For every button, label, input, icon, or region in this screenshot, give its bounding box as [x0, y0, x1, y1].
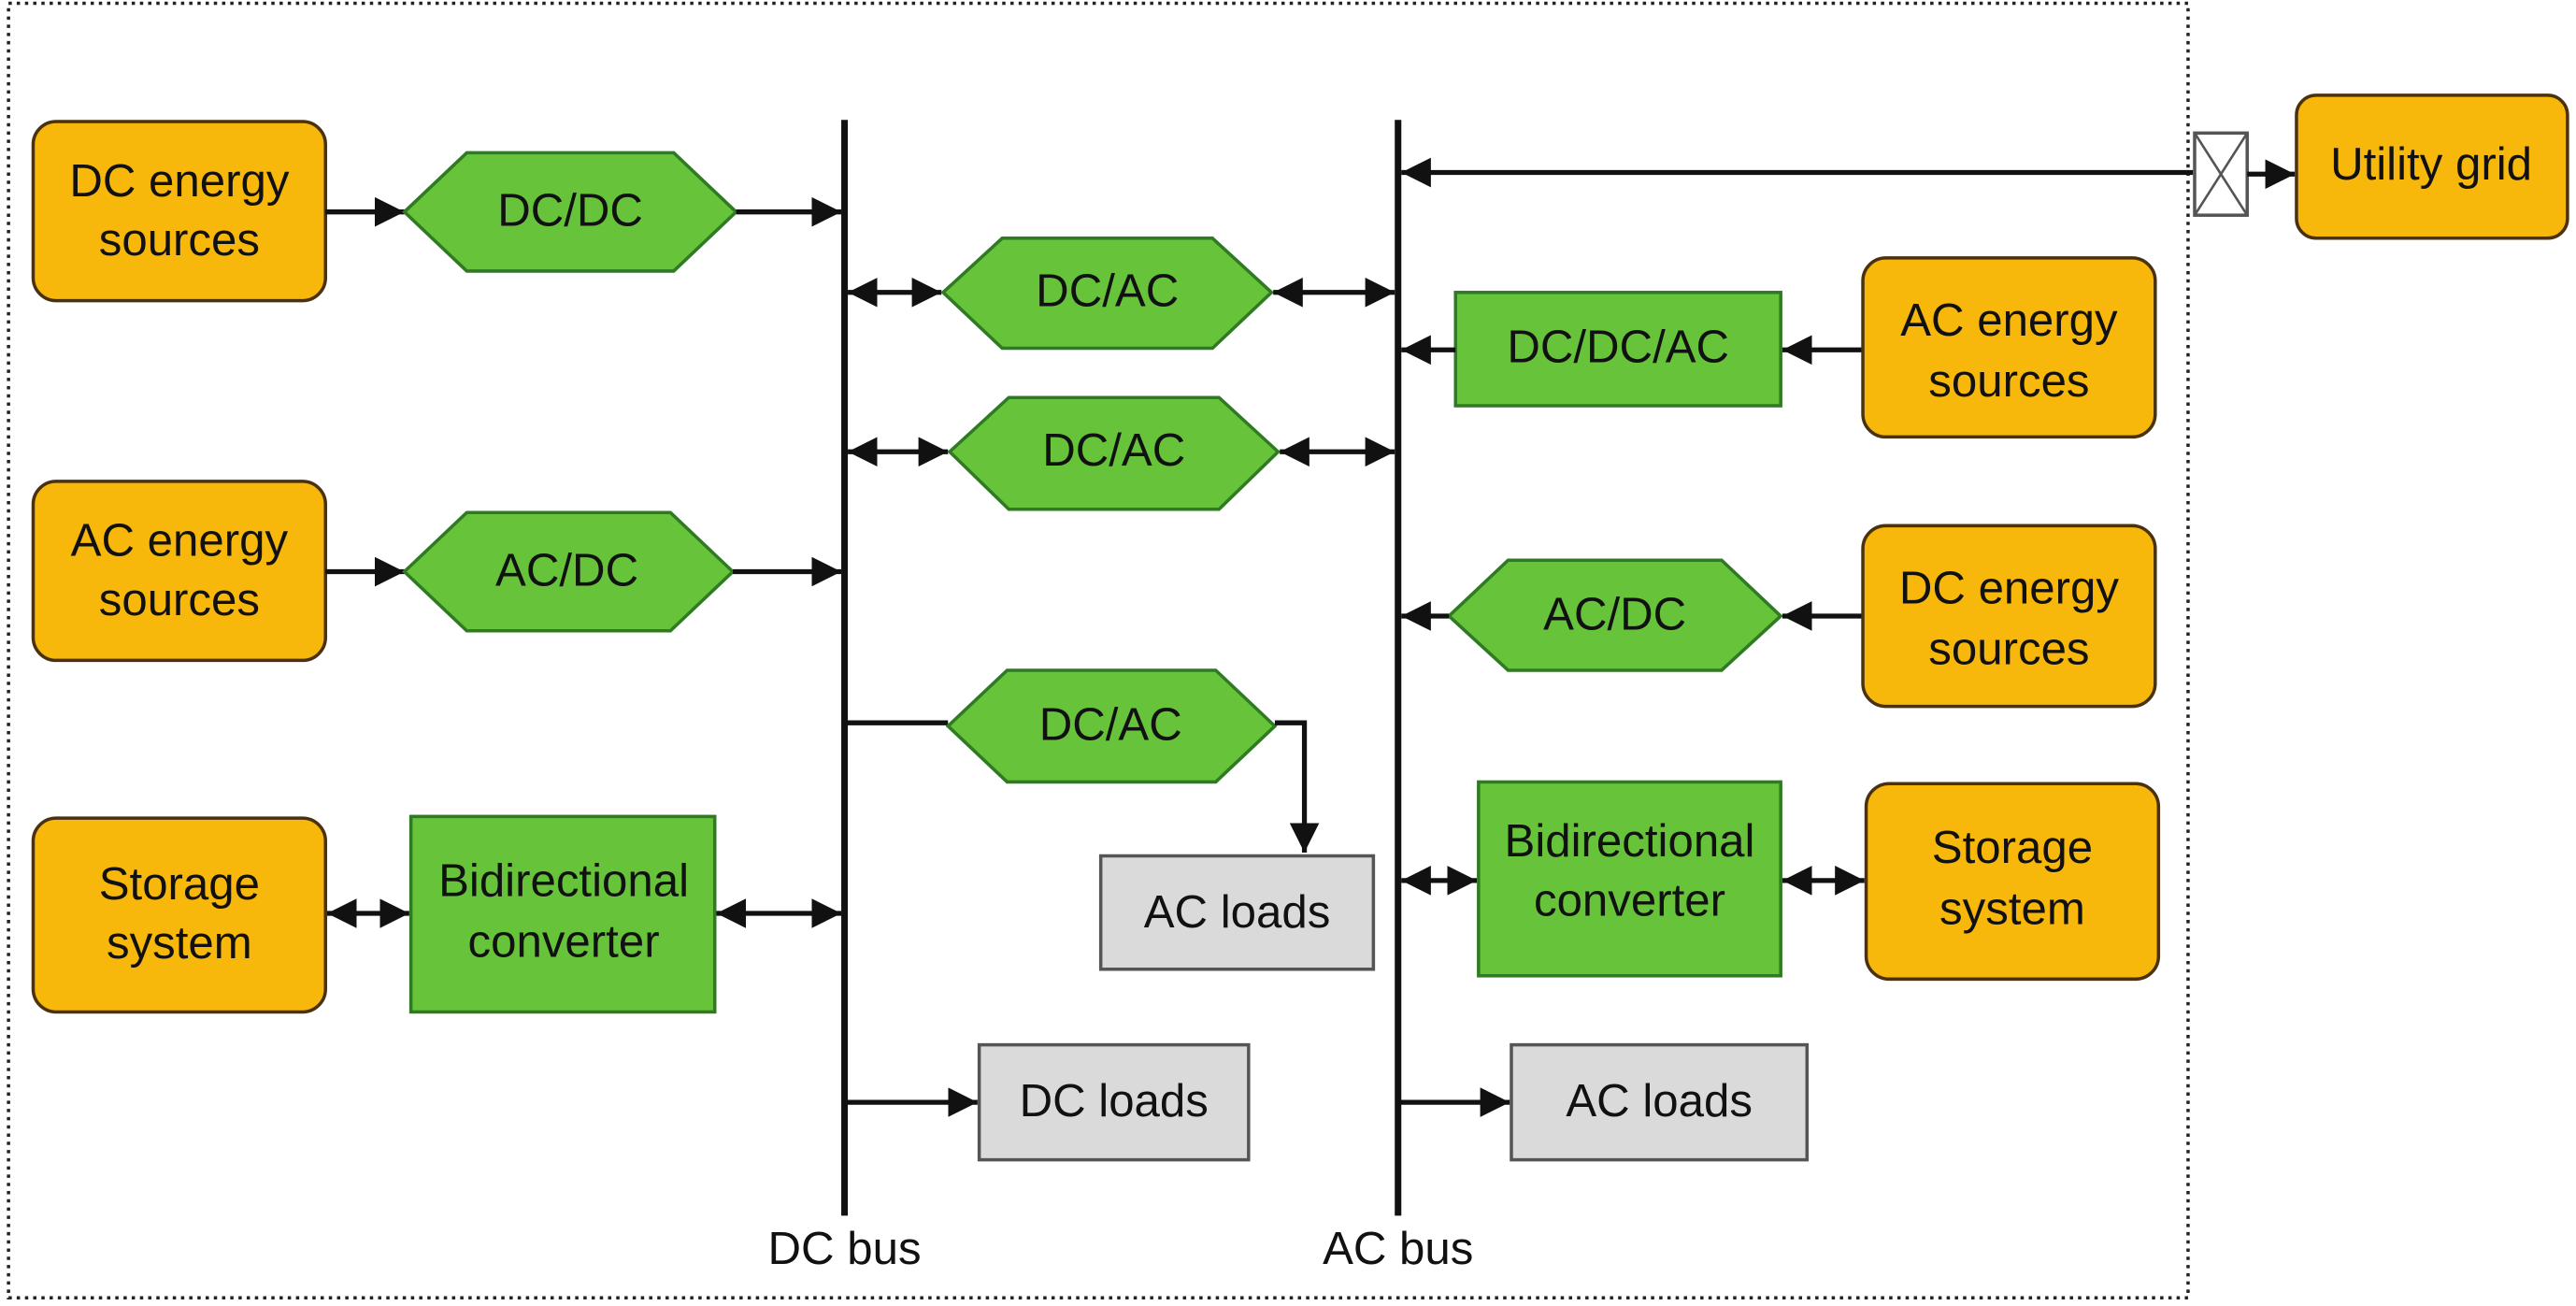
svg-text:DC/DC/AC: DC/DC/AC [1507, 321, 1729, 372]
svg-text:DC energy: DC energy [1899, 563, 2120, 614]
right-storage-system: Storage system [1864, 782, 2161, 982]
svg-text:Bidirectional: Bidirectional [438, 854, 689, 906]
system-boundary [7, 1, 2190, 1299]
left-bidirectional-converter: Bidirectional converter [408, 814, 717, 1014]
middle-dc-loads: DC loads [977, 1042, 1251, 1162]
svg-text:DC energy: DC energy [69, 155, 290, 207]
middle-dc-ac-converter-2: DC/AC [947, 395, 1281, 511]
svg-text:sources: sources [1928, 355, 2089, 407]
svg-text:AC energy: AC energy [71, 515, 289, 567]
right-dc-dc-ac-converter: DC/DC/AC [1453, 291, 1782, 408]
svg-text:DC/AC: DC/AC [1039, 698, 1182, 750]
svg-text:AC/DC: AC/DC [1543, 589, 1686, 640]
svg-text:system: system [107, 917, 252, 969]
svg-text:sources: sources [99, 214, 260, 266]
svg-text:Storage: Storage [1932, 822, 2093, 873]
right-ac-dc-converter: AC/DC [1446, 558, 1783, 672]
svg-text:Utility grid: Utility grid [2330, 138, 2532, 190]
middle-ac-loads: AC loads [1098, 854, 1376, 971]
svg-text:sources: sources [1928, 624, 2089, 675]
right-bidirectional-converter: Bidirectional converter [1477, 780, 1782, 978]
arrow [1274, 720, 1320, 854]
middle-dc-ac-converter-3: DC/AC [945, 668, 1278, 784]
svg-text:Bidirectional: Bidirectional [1505, 815, 1755, 867]
svg-text:DC/AC: DC/AC [1042, 424, 1185, 476]
left-dc-dc-converter: DC/DC [402, 151, 739, 273]
left-dc-energy-sources: DC energy sources [31, 120, 328, 303]
svg-text:DC/DC: DC/DC [497, 184, 643, 236]
switch-icon [2193, 131, 2249, 217]
svg-text:AC/DC: AC/DC [495, 544, 638, 596]
right-ac-loads: AC loads [1510, 1042, 1810, 1162]
svg-text:system: system [1939, 883, 2085, 934]
svg-text:DC loads: DC loads [1020, 1075, 1209, 1127]
svg-text:sources: sources [99, 574, 260, 625]
right-dc-energy-sources: DC energy sources [1861, 524, 2157, 709]
svg-text:AC energy: AC energy [1900, 294, 2118, 346]
svg-text:AC loads: AC loads [1566, 1075, 1753, 1127]
middle-dc-ac-converter-1: DC/AC [940, 237, 1275, 351]
svg-text:converter: converter [468, 915, 660, 967]
svg-text:Storage: Storage [99, 858, 260, 910]
svg-text:DC/AC: DC/AC [1036, 266, 1179, 317]
utility-grid: Utility grid [2295, 93, 2569, 240]
ac-bus-label: AC bus [1323, 1223, 1473, 1274]
left-ac-dc-converter: AC/DC [402, 510, 736, 633]
svg-text:AC loads: AC loads [1144, 886, 1331, 938]
left-storage-system: Storage system [31, 816, 328, 1014]
left-ac-energy-sources: AC energy sources [31, 480, 328, 663]
right-ac-energy-sources: AC energy sources [1861, 256, 2157, 439]
dc-bus-label: DC bus [768, 1223, 922, 1274]
svg-text:converter: converter [1534, 874, 1725, 926]
